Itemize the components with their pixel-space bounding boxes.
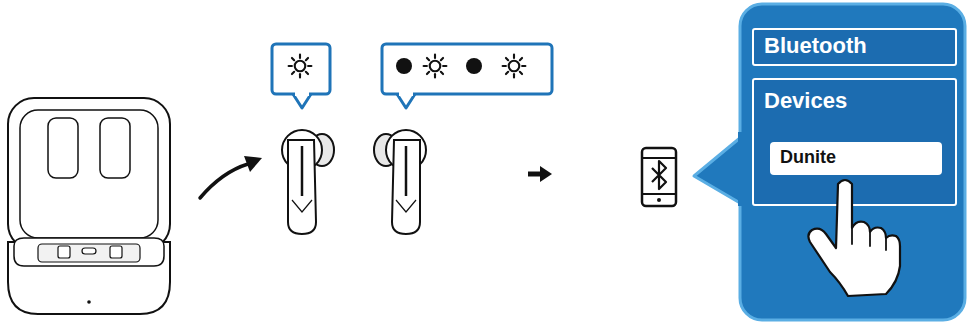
light-off-dot: [396, 58, 412, 74]
arrow-head: [244, 156, 262, 172]
light-bar: [405, 146, 408, 196]
finger-crease: [852, 228, 886, 250]
light-on-icon: [503, 55, 526, 78]
earbud-stem: [392, 140, 420, 234]
home-button: [657, 198, 661, 202]
case-lid: [8, 98, 170, 250]
device-entry: Dunite: [770, 142, 942, 175]
charging-pin: [58, 246, 70, 258]
phone-icon: [642, 148, 676, 206]
callout-gap: [399, 92, 413, 96]
pointer-joint: [738, 132, 744, 206]
lid-slot: [48, 118, 78, 178]
callout-box: [382, 44, 552, 94]
bluetooth-symbol: [652, 161, 666, 189]
case-button: [82, 248, 96, 254]
curved-arrow: [200, 164, 248, 198]
right-earbud: [374, 130, 426, 234]
zoom-panel: [740, 4, 965, 320]
hand-outline: [808, 180, 900, 296]
panel-pointer: [694, 128, 752, 210]
box-label: Dunite: [780, 147, 836, 168]
phone-screen-bottom: [642, 193, 676, 195]
callout-tail: [397, 94, 415, 108]
box-label: Bluetooth: [764, 33, 867, 59]
lid-slot: [100, 118, 130, 178]
callout-box: [272, 44, 330, 94]
case-led: [87, 300, 91, 304]
charging-pin: [110, 246, 122, 258]
light-on-icon: [424, 55, 447, 78]
stem-facet: [292, 200, 312, 212]
case-rim: [14, 238, 164, 266]
step-arrow: [528, 172, 542, 177]
case-tray: [38, 244, 140, 262]
case-lid-inner: [20, 110, 158, 238]
charging-case: [8, 98, 170, 314]
phone-screen-top: [642, 157, 676, 159]
callout-tail: [293, 94, 311, 108]
light-bar: [301, 146, 304, 196]
callout-gap: [295, 92, 309, 96]
light-off-dot: [466, 58, 482, 74]
left-earbud: [282, 130, 334, 234]
arrow-head: [540, 166, 552, 182]
phone-body: [642, 148, 676, 206]
light-on-icon: [289, 55, 312, 78]
stem-facet: [396, 200, 416, 212]
devices-box: DevicesDunite: [752, 78, 957, 206]
box-label: Devices: [764, 88, 847, 114]
earbud-stem: [288, 140, 316, 234]
header-box: Bluetooth: [752, 28, 957, 66]
